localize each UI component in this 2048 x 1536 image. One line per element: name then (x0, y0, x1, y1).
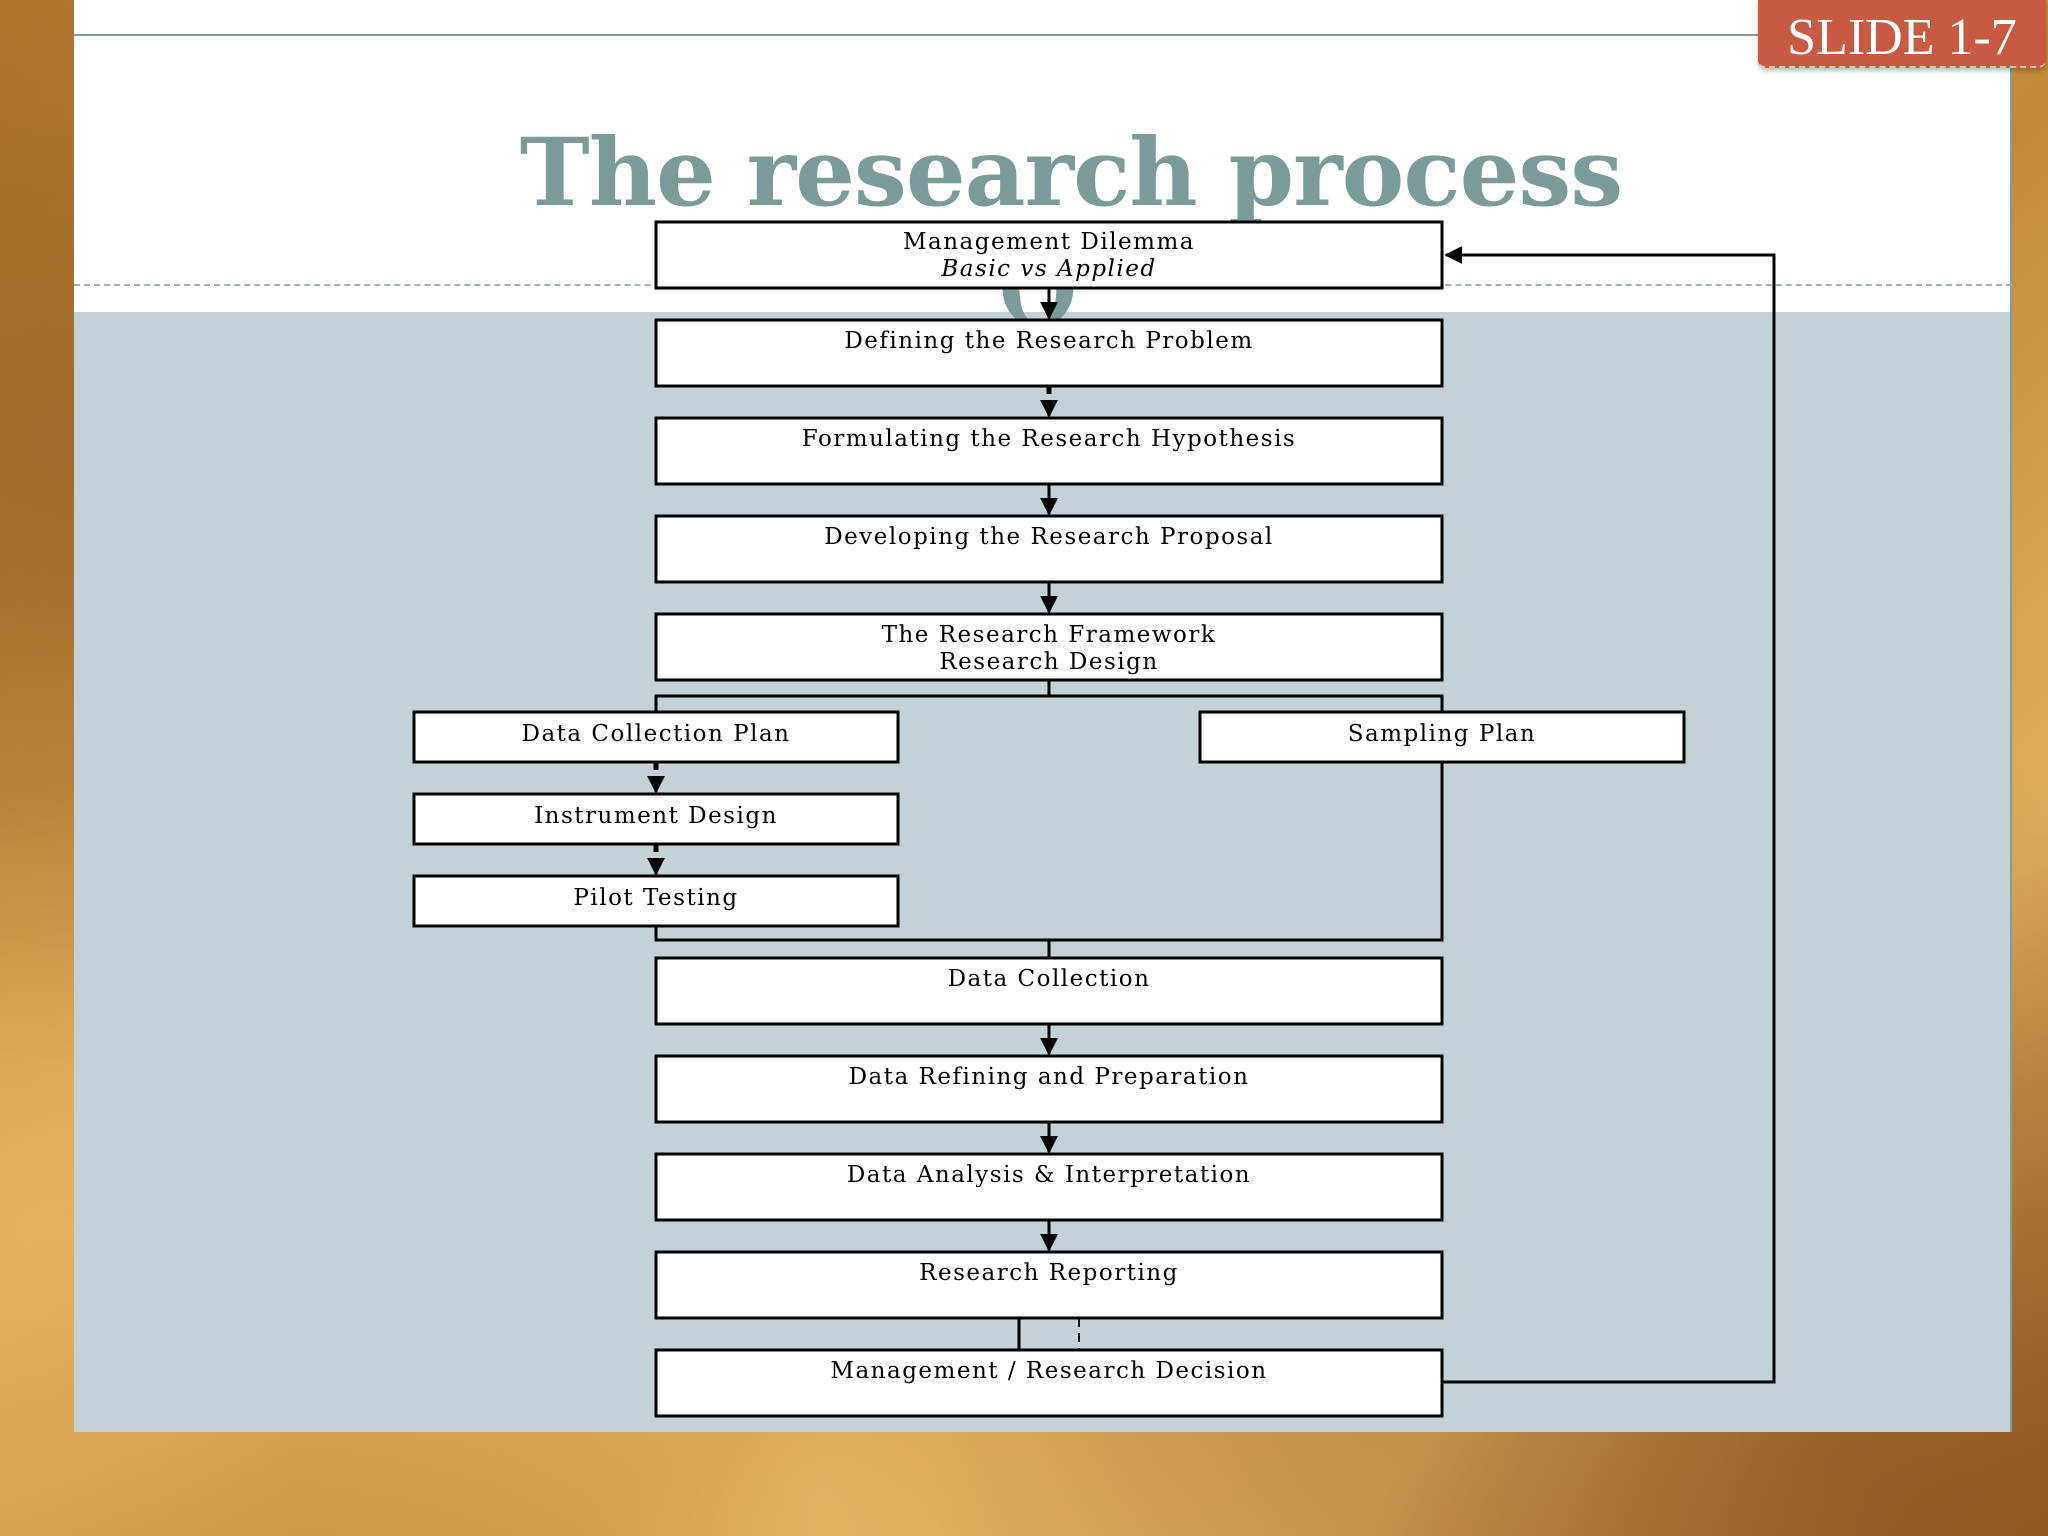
node-data-collection: Data Collection (654, 956, 1444, 1026)
node-box (654, 1348, 1444, 1418)
edge-sampling-to-collection (1049, 762, 1444, 942)
top-rule (74, 34, 1764, 36)
node-box (412, 710, 900, 764)
node-defining-problem: Defining the Research Problem (654, 318, 1444, 388)
node-box (412, 874, 900, 928)
edge-framework-to-data-plan (654, 694, 1049, 712)
node-sampling-plan: Sampling Plan (1198, 710, 1686, 764)
edge-pilot-to-collection (654, 926, 1049, 942)
node-instrument-design: Instrument Design (412, 792, 900, 846)
connectors (647, 246, 1776, 1384)
edge-framework-to-sampling (1049, 694, 1444, 712)
node-box (654, 1250, 1444, 1320)
node-data-collection-plan: Data Collection Plan (412, 710, 900, 764)
node-label: Developing the Research Proposal (824, 524, 1274, 550)
node-label: Data Analysis & Interpretation (847, 1162, 1251, 1188)
node-label: Data Collection Plan (522, 721, 791, 747)
node-label: Instrument Design (534, 803, 778, 829)
node-research-framework: The Research Framework Research Design (654, 612, 1444, 682)
node-management-decision: Management / Research Decision (654, 1348, 1444, 1418)
node-label: Defining the Research Problem (844, 328, 1253, 354)
node-formulating-hypothesis: Formulating the Research Hypothesis (654, 416, 1444, 486)
node-developing-proposal: Developing the Research Proposal (654, 514, 1444, 584)
node-label: Pilot Testing (573, 885, 738, 911)
slide-number-badge: SLIDE 1-7 (1758, 0, 2046, 68)
node-sublabel: Basic vs Applied (940, 256, 1156, 282)
node-label: Management Dilemma (903, 229, 1195, 255)
node-label: The Research Framework (882, 622, 1217, 648)
node-label: Formulating the Research Hypothesis (802, 426, 1296, 452)
node-sublabel: Research Design (939, 649, 1158, 675)
node-box (654, 1054, 1444, 1124)
node-label: Research Reporting (919, 1260, 1179, 1286)
node-box (654, 416, 1444, 486)
right-rule (2010, 68, 2012, 1432)
node-box (654, 318, 1444, 388)
node-box (654, 514, 1444, 584)
node-research-reporting: Research Reporting (654, 1250, 1444, 1320)
node-label: Data Refining and Preparation (849, 1064, 1250, 1090)
node-box (1198, 710, 1686, 764)
node-label: Sampling Plan (1348, 721, 1536, 747)
page-title: The research process (519, 118, 1623, 228)
node-data-analysis: Data Analysis & Interpretation (654, 1152, 1444, 1222)
node-box (654, 1152, 1444, 1222)
node-box (654, 220, 1444, 290)
edge-feedback-loop (1442, 246, 1776, 1384)
node-data-refining: Data Refining and Preparation (654, 1054, 1444, 1124)
node-box (654, 956, 1444, 1026)
node-management-dilemma: Management Dilemma Basic vs Applied (654, 220, 1444, 290)
node-box (654, 612, 1444, 682)
node-box (412, 792, 900, 846)
node-label: Data Collection (948, 966, 1151, 992)
node-label: Management / Research Decision (830, 1358, 1267, 1384)
node-pilot-testing: Pilot Testing (412, 874, 900, 928)
